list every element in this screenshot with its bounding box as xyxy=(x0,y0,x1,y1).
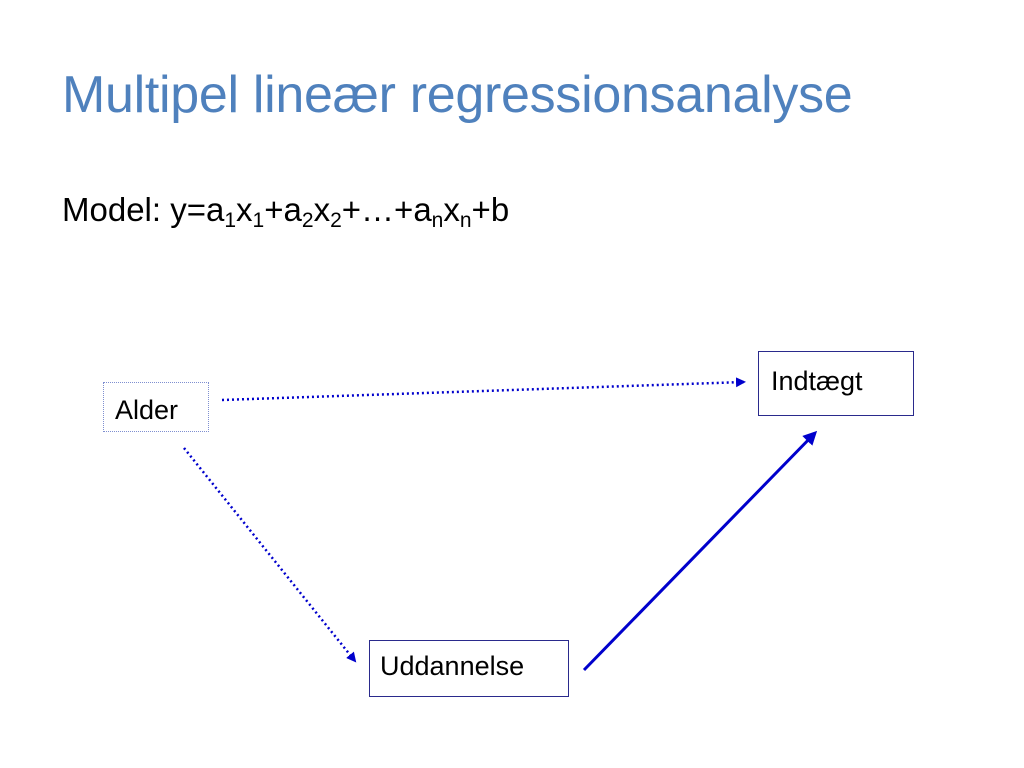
slide-title: Multipel lineær regressionsanalyse xyxy=(62,66,853,124)
model-term-1-var: x xyxy=(236,191,253,228)
model-plus-2: + xyxy=(341,191,362,228)
edge-alder-to-indtaegt xyxy=(221,377,746,402)
model-term-n-coef-sub: n xyxy=(431,209,444,232)
edge-uddannelse-to-indtaegt xyxy=(582,430,818,672)
node-indtaegt: Indtægt xyxy=(758,351,914,416)
edge-alder-to-uddannelse xyxy=(183,447,357,663)
node-uddannelse: Uddannelse xyxy=(369,640,569,697)
model-term-n-var: x xyxy=(443,191,460,228)
model-term-2-var: x xyxy=(313,191,331,228)
model-term-1-coef-sub: 1 xyxy=(224,209,237,232)
model-term-2-coef: a xyxy=(283,191,302,228)
model-term-2-coef-sub: 2 xyxy=(301,209,314,232)
model-equation: Model: y=a1x1+a2x2+…+anxn+b xyxy=(62,190,510,232)
node-alder: Alder xyxy=(103,382,209,432)
model-term-1-var-sub: 1 xyxy=(252,209,265,232)
model-term-2-var-sub: 2 xyxy=(330,209,342,232)
model-intercept: b xyxy=(490,191,510,228)
model-plus-1: + xyxy=(264,191,284,228)
model-term-n-var-sub: n xyxy=(459,209,472,232)
model-prefix: Model: y= xyxy=(62,191,206,228)
model-term-n-coef: a xyxy=(413,191,432,228)
model-plus-3: + xyxy=(394,191,414,228)
model-ellipsis: … xyxy=(361,191,395,228)
model-term-1-coef: a xyxy=(206,191,225,228)
model-plus-4: + xyxy=(471,191,491,228)
